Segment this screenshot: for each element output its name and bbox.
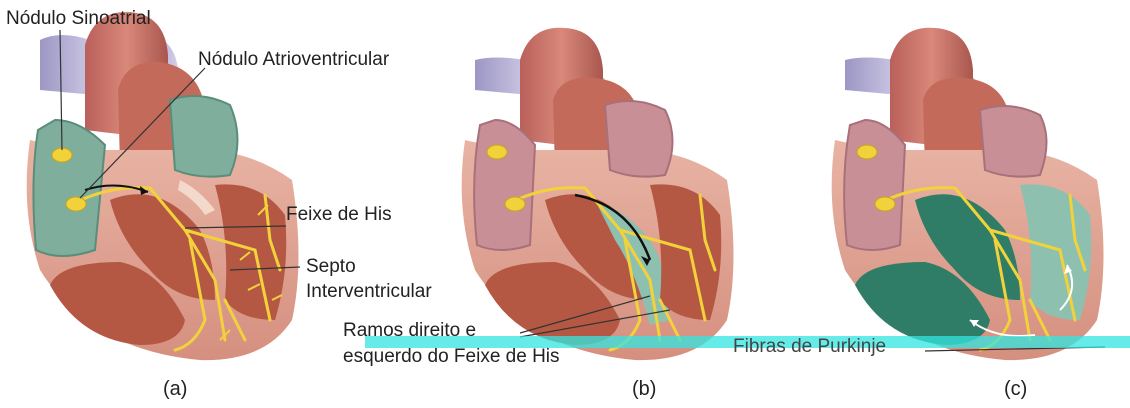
label-ramos-line2: esquerdo do Feixe de His [343, 346, 560, 368]
left-atrium [605, 101, 673, 177]
right-atrium [844, 120, 905, 250]
av-node [66, 197, 86, 211]
caption-a: (a) [163, 378, 187, 401]
caption-b: (b) [632, 378, 656, 401]
label-sinoatrial: Nódulo Sinoatrial [6, 8, 151, 30]
av-node [505, 197, 525, 211]
label-purkinje: Fibras de Purkinje [733, 336, 886, 358]
label-ramos-line1: Ramos direito e [343, 320, 476, 342]
sa-node [52, 148, 72, 162]
sa-node [857, 145, 877, 159]
heart-b [462, 28, 734, 360]
right-atrium [474, 120, 535, 250]
caption-c: (c) [1004, 378, 1027, 401]
label-his: Feixe de His [286, 204, 392, 226]
left-atrium [980, 106, 1047, 177]
av-node [875, 197, 895, 211]
heart-c [832, 28, 1104, 360]
left-atrium [170, 96, 238, 177]
label-atrioventricular: Nódulo Atrioventricular [198, 49, 389, 71]
label-septo-line1: Septo [306, 256, 356, 278]
sa-node [487, 145, 507, 159]
label-septo-line2: Interventricular [306, 281, 432, 303]
